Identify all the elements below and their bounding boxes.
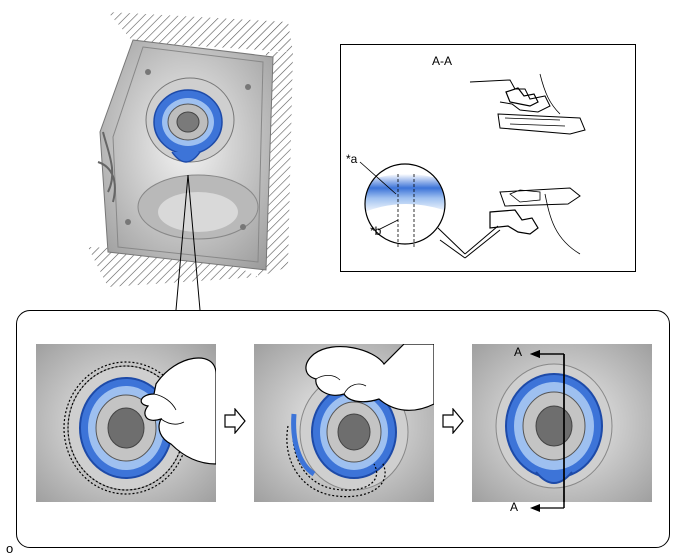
right-arrow-icon [442, 408, 464, 434]
step-3-illustration [472, 344, 652, 502]
callout-b: *b [370, 224, 382, 238]
section-mark-top: A [514, 345, 523, 359]
callout-a: *a [346, 152, 358, 166]
right-arrow-icon [224, 408, 246, 434]
section-line-markers [530, 350, 565, 512]
step-arrow-1 [224, 408, 246, 434]
step-1-illustration [36, 344, 216, 502]
overview-illustration [88, 12, 308, 292]
figure-id: o [6, 541, 14, 556]
section-view-drawing [359, 73, 586, 259]
procedure-frame [16, 310, 670, 548]
step-2-illustration [254, 344, 434, 502]
section-view-title: A-A [432, 54, 453, 68]
step-arrow-2 [442, 408, 464, 434]
section-view-box [340, 44, 636, 272]
section-mark-bottom: A [510, 500, 519, 514]
